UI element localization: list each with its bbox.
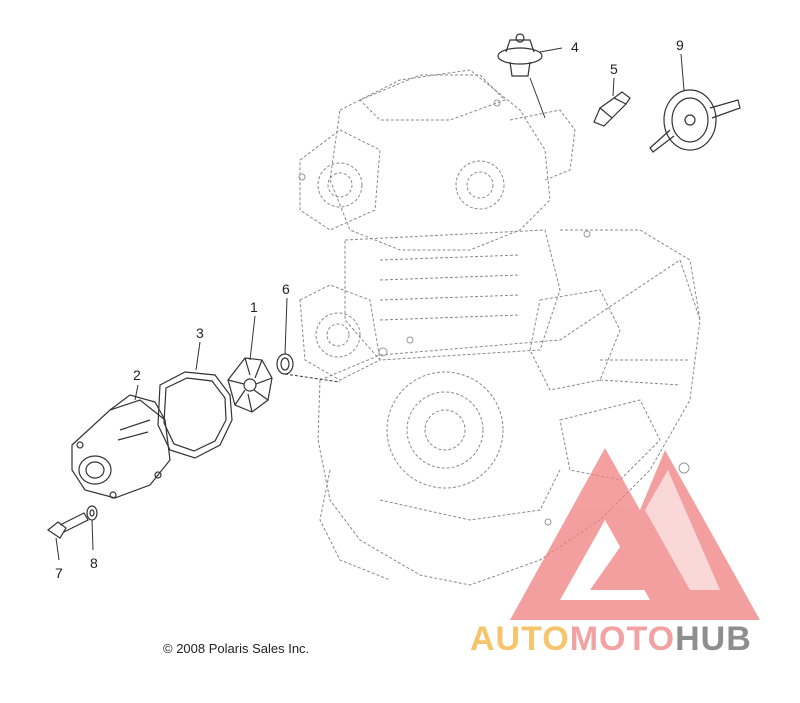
callout-4: 4 (571, 39, 579, 55)
impeller (227, 357, 273, 413)
watermark-brand: AUTOMOTOHUB (470, 620, 752, 659)
callout-6: 6 (282, 281, 290, 297)
copyright-text: © 2008 Polaris Sales Inc. (163, 641, 310, 656)
callout-1: 1 (250, 299, 258, 315)
callout-9: 9 (676, 37, 684, 53)
gasket (157, 371, 233, 459)
leader-lines (55, 47, 685, 561)
callout-7: 7 (55, 565, 63, 581)
temperature-sensor (593, 91, 631, 127)
callout-5: 5 (610, 61, 618, 77)
brand-moto: MOTO (569, 620, 676, 658)
seal (276, 353, 294, 375)
callout-3: 3 (196, 325, 204, 341)
bolt (46, 512, 89, 539)
brand-hub: HUB (675, 620, 752, 658)
callout-labels: 1 2 3 4 5 6 7 8 9 (55, 37, 684, 581)
callout-2: 2 (133, 367, 141, 383)
engine-block (298, 69, 701, 586)
thermostat (497, 33, 543, 77)
water-pump-shaft (649, 89, 741, 153)
callout-8: 8 (90, 555, 98, 571)
washer (86, 505, 98, 521)
watermark-logo (510, 448, 760, 620)
water-pump-cover (71, 394, 171, 499)
brand-auto: AUTO (470, 620, 570, 658)
